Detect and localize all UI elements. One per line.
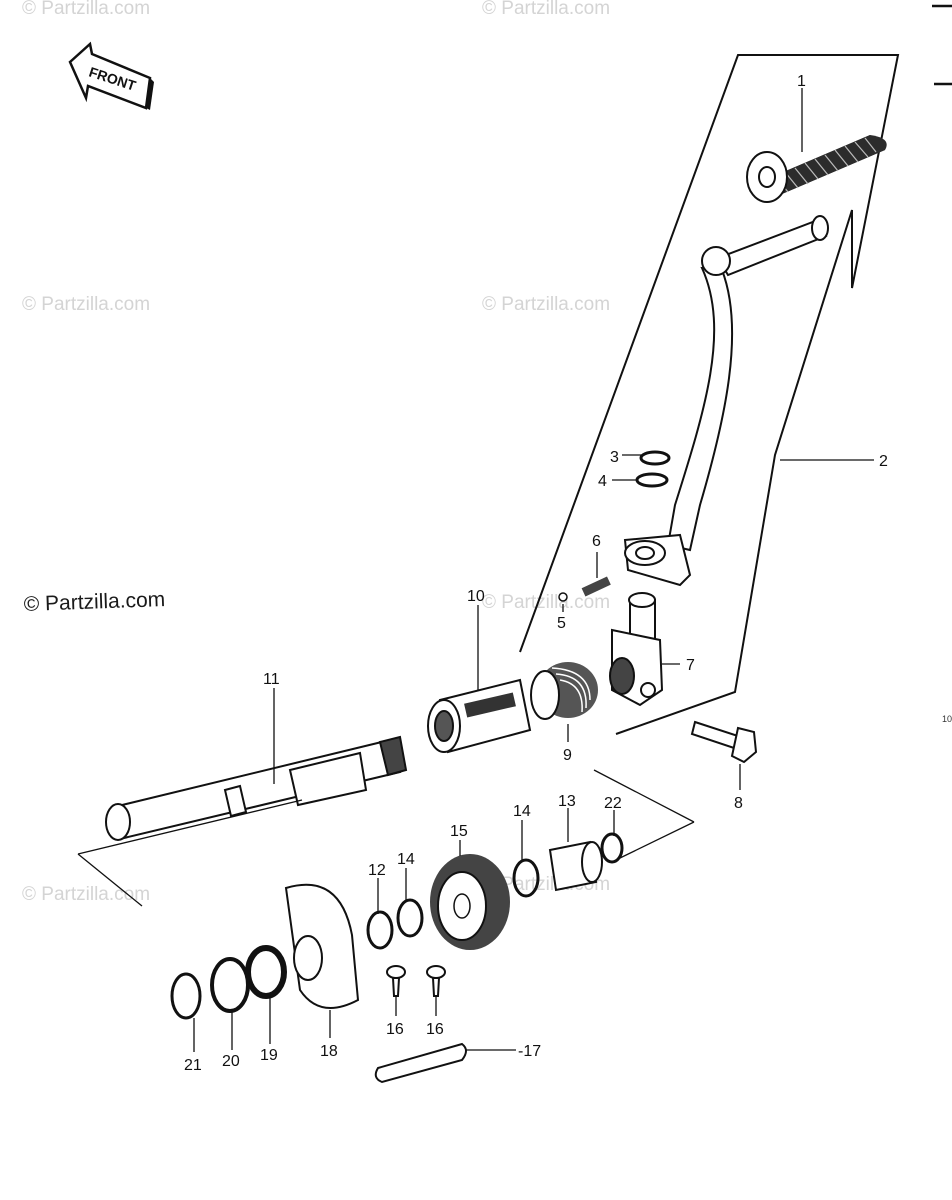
callout-1: 1 — [797, 73, 806, 90]
callout-4: 4 — [598, 473, 607, 490]
assembly-outline — [519, 54, 900, 735]
part-21-circlip — [170, 972, 202, 1020]
callout-15: 15 — [450, 823, 468, 840]
callout-5: 5 — [557, 615, 566, 632]
callout-11: 11 — [263, 671, 280, 688]
watermark: © Partzilla.com — [22, 884, 150, 905]
callout-20: 20 — [222, 1053, 240, 1070]
callout-12: 12 — [368, 862, 386, 879]
part-14-washer — [512, 858, 540, 898]
callout-8: 8 — [734, 795, 743, 812]
callout-2: 2 — [879, 453, 888, 470]
part-16-bolt — [386, 965, 406, 997]
callout-18: 18 — [320, 1043, 338, 1060]
part-17-plate — [374, 1042, 467, 1084]
part-3-nut — [639, 450, 671, 466]
part-10-sleeve — [427, 678, 532, 754]
part-8-bolt — [690, 720, 758, 764]
edge-marks — [932, 4, 952, 86]
part-12-circlip — [366, 910, 394, 950]
watermark: © Partzilla.com — [22, 294, 150, 315]
callout-14-left: 14 — [397, 851, 415, 868]
callout-17: -17 — [518, 1043, 541, 1060]
part-13-collar — [548, 840, 603, 892]
callout-3: 3 — [610, 449, 619, 466]
watermark: © Partzilla.com — [482, 294, 610, 315]
callout-13: 13 — [558, 793, 576, 810]
callout-10: 10 — [467, 588, 485, 605]
watermark: © Partzilla.com — [482, 0, 610, 19]
part-15-kick-gear — [430, 854, 510, 950]
callout-7: 7 — [686, 657, 695, 674]
part-2-kick-pedal-arm — [623, 215, 829, 587]
page-number: 10 — [942, 714, 952, 724]
watermark: © Partzilla.com — [22, 0, 150, 19]
callout-19: 19 — [260, 1047, 278, 1064]
callout-16-left: 16 — [386, 1021, 404, 1038]
callout-6: 6 — [592, 533, 601, 550]
callout-16-right: 16 — [426, 1021, 444, 1038]
part-19-spring — [245, 945, 287, 999]
part-9-spring — [530, 662, 598, 720]
front-arrow-icon: FRONT — [68, 41, 154, 110]
guide-lines — [77, 769, 695, 907]
part-11-kick-shaft — [105, 735, 408, 841]
part-1-rubber-grip — [746, 135, 887, 203]
watermarks: © Partzilla.com © Partzilla.com © Partzi… — [22, 0, 610, 905]
part-7-pedal-boss — [609, 592, 664, 707]
part-16-bolt — [426, 965, 446, 997]
part-6-spring — [581, 576, 611, 597]
part-20-washer — [210, 957, 250, 1013]
part-5-ball — [558, 592, 568, 602]
part-18-ratchet — [284, 883, 360, 1009]
callout-22: 22 — [604, 795, 622, 812]
part-4-washer — [635, 472, 669, 488]
callout-9: 9 — [563, 747, 572, 764]
part-22-circlip — [600, 832, 624, 864]
callout-21: 21 — [184, 1057, 202, 1074]
callout-14-right: 14 — [513, 803, 531, 820]
callouts: 1 2 3 4 5 6 7 8 9 10 11 12 13 14 14 15 1… — [184, 73, 888, 1074]
watermark: © Partzilla.com — [482, 592, 610, 613]
part-14-washer — [396, 898, 424, 938]
leader-lines — [193, 88, 874, 1052]
watermark-primary: © Partzilla.com — [23, 588, 165, 616]
